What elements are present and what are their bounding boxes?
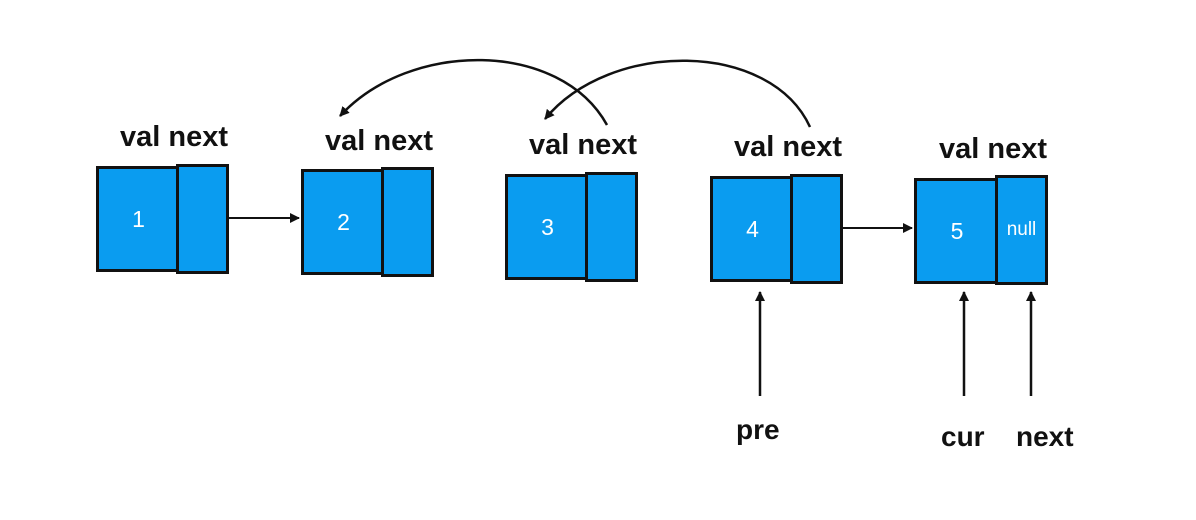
node5-header: val next xyxy=(939,133,1047,165)
node1-header: val next xyxy=(120,121,228,153)
node1-val-cell: 1 xyxy=(96,166,181,272)
node3-next-cell xyxy=(585,172,638,282)
node4-val-cell: 4 xyxy=(710,176,795,282)
node3-header: val next xyxy=(529,129,637,161)
next-label: next xyxy=(1016,421,1074,452)
node4-next-cell xyxy=(790,174,843,284)
node2-header: val next xyxy=(325,125,433,157)
node5-val-cell: 5 xyxy=(914,178,1000,284)
arrow-node4-to-node3 xyxy=(544,59,812,128)
node2-val-cell: 2 xyxy=(301,169,386,275)
pre-label: pre xyxy=(736,414,780,445)
cur-label: cur xyxy=(941,421,985,452)
node4-header: val next xyxy=(734,131,842,163)
node2-next-cell xyxy=(381,167,434,277)
node5-next-cell: null xyxy=(995,175,1048,285)
node1-next-cell xyxy=(176,164,229,274)
node3-val-cell: 3 xyxy=(505,174,590,280)
arrow-node3-to-node2 xyxy=(339,58,609,126)
